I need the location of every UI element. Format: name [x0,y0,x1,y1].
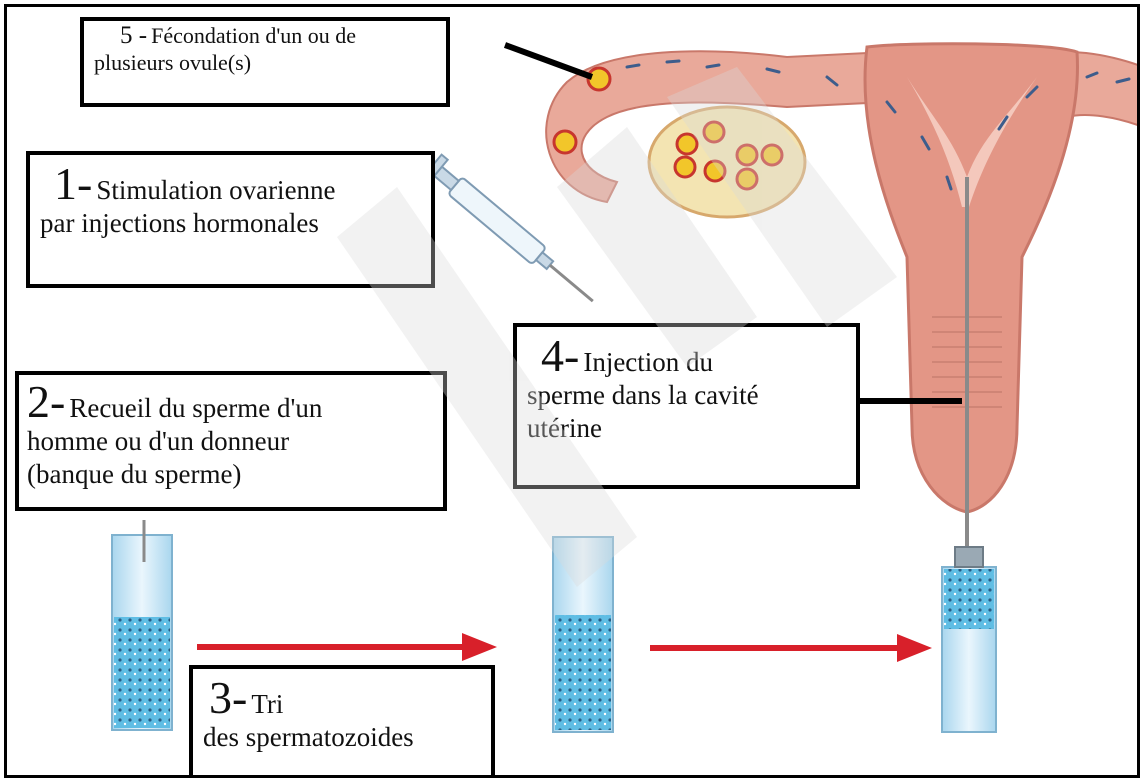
process-arrow [197,633,497,661]
test-tube-icon [112,520,172,730]
step3-text-line1: Tri [251,689,283,719]
test-tube-icon [553,537,613,732]
step1-text-line2: par injections hormonales [40,207,421,240]
test-tube-icon [942,547,996,732]
released-ovule [554,131,576,153]
step2-text-line1: Recueil du sperme d'un [69,393,322,423]
step3-number: 3- [209,672,247,723]
step4-text-line1: Injection du [583,347,713,377]
step4-number: 4- [541,330,579,381]
step5-text-line2: plusieurs ovule(s) [94,50,436,77]
label-step1: 1- Stimulation ovarienne par injections … [26,151,435,288]
label-step4: 4- Injection du sperme dans la cavité ut… [513,323,860,489]
step4-text-line3: utérine [527,412,846,445]
step1-number: 1- [54,158,92,209]
uterus-body [865,44,1077,512]
fertilized-ovule [588,68,610,90]
label-step2: 2- Recueil du sperme d'un homme ou d'un … [15,371,447,511]
label-step3: 3- Tri des spermatozoides [189,665,495,778]
process-arrow [650,634,932,662]
step4-text-line2: sperme dans la cavité [527,379,846,412]
step1-text-line1: Stimulation ovarienne [96,175,335,205]
pointer-step5 [505,45,592,77]
step2-number: 2- [27,376,65,427]
diagram-frame: 5 - Fécondation d'un ou de plusieurs ovu… [4,4,1140,778]
step5-text-line1: Fécondation d'un ou de [151,23,356,48]
label-step5: 5 - Fécondation d'un ou de plusieurs ovu… [80,17,450,107]
step3-text-line2: des spermatozoides [203,721,481,754]
step2-text-line3: (banque du sperme) [27,458,435,491]
step2-text-line2: homme ou d'un donneur [27,425,435,458]
step5-number: 5 - [120,22,147,49]
